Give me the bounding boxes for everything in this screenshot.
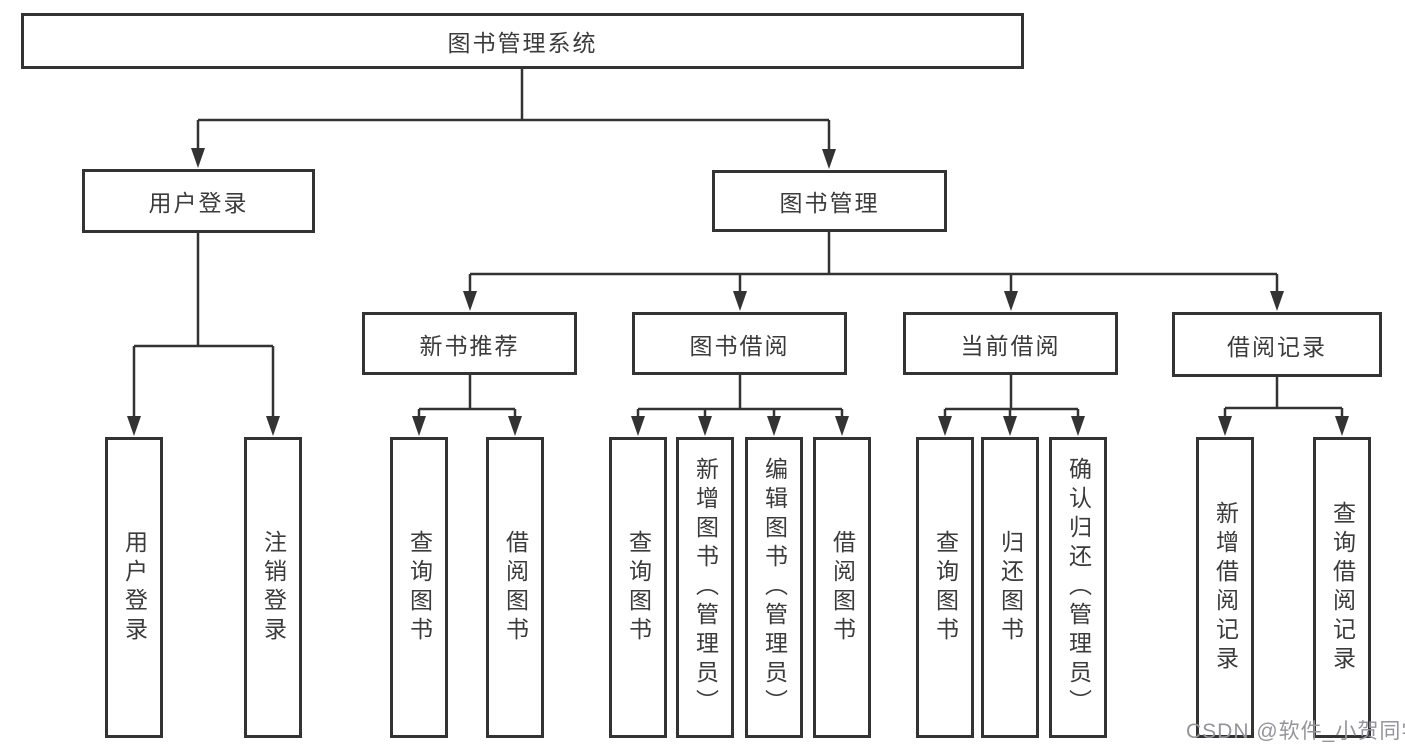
node-current-borrowing: 当前借阅 <box>903 312 1118 375</box>
node-label: 注销登录 <box>260 529 287 646</box>
node-label: 用户登录 <box>121 529 148 646</box>
node-leaf-edit-book-admin: 编辑图书（管理员） <box>745 437 803 738</box>
node-label: 新增图书（管理员） <box>692 457 719 718</box>
node-label: 图书管理系统 <box>447 30 598 56</box>
node-label: 借阅图书 <box>502 529 529 646</box>
node-leaf-query-book-current: 查询图书 <box>916 437 974 738</box>
node-leaf-query-book-recommend: 查询图书 <box>390 437 448 738</box>
node-leaf-return-book: 归还图书 <box>981 437 1039 738</box>
arrow-down-icon <box>1071 416 1085 436</box>
node-label: 借阅记录 <box>1227 333 1327 360</box>
node-leaf-confirm-return-admin: 确认归还（管理员） <box>1049 437 1107 738</box>
connector-user-login-children <box>132 233 275 419</box>
node-label: 借阅图书 <box>829 529 856 646</box>
node-book-borrowing: 图书借阅 <box>632 312 847 375</box>
arrow-down-icon <box>767 416 781 436</box>
connector-borrowing-records-children <box>1223 377 1344 420</box>
arrow-down-icon <box>1335 416 1349 436</box>
arrow-down-icon <box>127 416 141 436</box>
node-label: 新增借阅记录 <box>1212 500 1239 675</box>
node-leaf-logout: 注销登录 <box>244 437 302 738</box>
connector-book-management-children <box>468 232 1279 294</box>
node-leaf-user-login: 用户登录 <box>105 437 163 738</box>
arrow-down-icon <box>1218 416 1232 436</box>
node-label: 图书借阅 <box>689 332 790 359</box>
node-new-book-recommend: 新书推荐 <box>362 312 577 375</box>
connector-root-to-level1 <box>196 69 831 151</box>
arrow-down-icon <box>1003 416 1017 436</box>
arrow-down-icon <box>463 291 477 311</box>
node-borrowing-records: 借阅记录 <box>1172 312 1382 377</box>
arrow-down-icon <box>191 148 205 168</box>
node-leaf-add-borrow-record: 新增借阅记录 <box>1196 437 1254 738</box>
node-book-management: 图书管理 <box>712 170 947 232</box>
connector-new-book-children <box>417 375 517 420</box>
node-label: 查询借阅记录 <box>1329 500 1356 675</box>
arrow-down-icon <box>733 291 747 311</box>
arrow-down-icon <box>822 149 836 169</box>
arrow-down-icon <box>412 416 426 436</box>
arrow-down-icon <box>266 416 280 436</box>
arrow-down-icon <box>698 416 712 436</box>
node-label: 编辑图书（管理员） <box>761 457 788 718</box>
node-label: 图书管理 <box>779 190 880 216</box>
node-leaf-borrow-book-recommend: 借阅图书 <box>486 437 544 738</box>
node-label: 查询图书 <box>932 529 959 646</box>
node-label: 确认归还（管理员） <box>1065 457 1092 718</box>
arrow-down-icon <box>631 416 645 436</box>
connector-current-borrowing-children <box>943 375 1080 420</box>
node-leaf-borrow-book: 借阅图书 <box>813 437 871 738</box>
arrow-down-icon <box>938 416 952 436</box>
node-leaf-add-book-admin: 新增图书（管理员） <box>676 437 734 738</box>
node-label: 归还图书 <box>997 529 1024 646</box>
node-leaf-query-borrow-record: 查询借阅记录 <box>1313 437 1371 738</box>
node-label: 当前借阅 <box>960 332 1061 359</box>
node-root: 图书管理系统 <box>21 13 1024 69</box>
node-label: 查询图书 <box>625 529 652 646</box>
node-leaf-query-book-borrowing: 查询图书 <box>609 437 667 738</box>
arrow-down-icon <box>508 416 522 436</box>
arrow-down-icon <box>835 416 849 436</box>
node-label: 新书推荐 <box>419 332 520 359</box>
arrow-down-icon <box>1270 291 1284 311</box>
node-label: 用户登录 <box>148 190 249 216</box>
arrow-down-icon <box>1004 291 1018 311</box>
node-label: 查询图书 <box>406 529 433 646</box>
connector-book-borrowing-children <box>636 375 844 420</box>
node-user-login: 用户登录 <box>82 169 315 233</box>
watermark: CSDN @软件_小贺同学 <box>1186 720 1405 743</box>
